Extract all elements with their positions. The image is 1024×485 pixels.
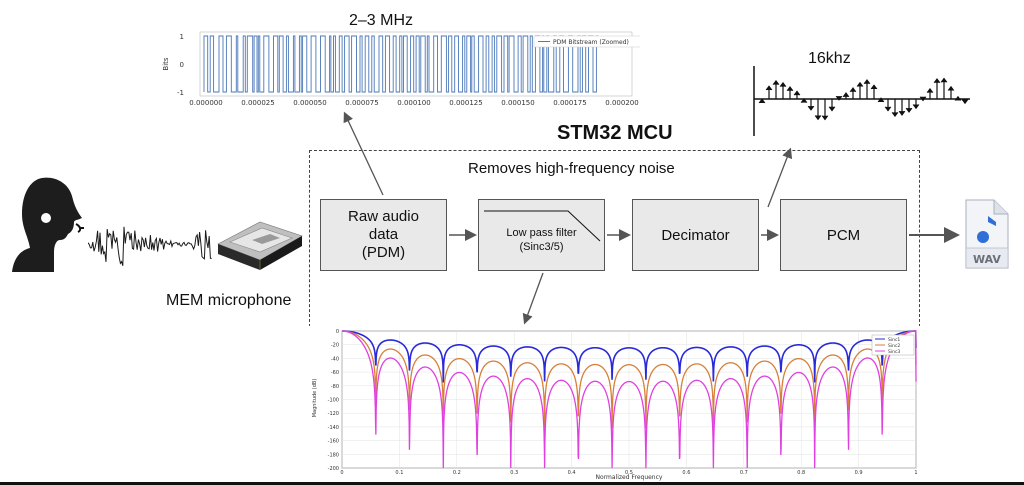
sample-arrowhead (933, 78, 941, 84)
pdm-legend: PDM Bitstream (Zoomed) (553, 39, 629, 46)
pdm-xtick: 0.000175 (553, 99, 586, 107)
sample-arrowhead (891, 112, 899, 118)
sinc-ytick: -200 (328, 466, 339, 472)
sample-arrowhead (863, 79, 871, 84)
mems-microphone-icon (217, 221, 303, 270)
pdm-ytick: -1 (177, 89, 184, 97)
sinc-xtick: 1 (914, 470, 917, 476)
mic-label: MEM microphone (166, 292, 292, 309)
sinc-ytick: -140 (328, 425, 339, 431)
pcm-block: PCM (780, 199, 907, 271)
sinc-xtick: 0 (340, 470, 343, 476)
pdm-ytick: 0 (180, 61, 184, 69)
sample-arrowhead (807, 105, 815, 111)
sinc-ytick: -60 (331, 370, 339, 376)
sample-arrowhead (758, 98, 766, 104)
sinc-xtick: 0.7 (740, 470, 748, 476)
sample-arrowhead (926, 87, 934, 93)
mcu-subtitle: Removes high-frequency noise (468, 160, 675, 177)
decimator-block: Decimator (632, 199, 759, 271)
sinc-xtick: 0.3 (510, 470, 518, 476)
sample-arrowhead (821, 115, 829, 121)
sinc-xlabel: Normalized Frequency (596, 474, 663, 481)
sample-arrowhead (940, 77, 948, 83)
sample-arrowhead (779, 81, 787, 87)
sample-arrowhead (961, 99, 969, 105)
sinc-ytick: -100 (328, 398, 339, 404)
sinc-ylabel: Magnitude (dB) (312, 379, 318, 418)
sinc-magnitude-chart: 0 0.1 0.2 0.3 0.4 0.5 0.6 0.7 0.8 0.9 1 0 -20 -40 -60 -… (306, 326, 922, 484)
sinc-xtick: 0.6 (682, 470, 690, 476)
sample-arrowhead (814, 115, 822, 121)
pdm-xtick: 0.000025 (241, 99, 274, 107)
sinc-xtick: 0.2 (453, 470, 461, 476)
filter-response-icon (484, 210, 601, 242)
pcm-frequency-label: 16khz (808, 50, 851, 67)
sample-arrowhead (772, 79, 780, 85)
bottom-rule (0, 482, 1024, 485)
raw-audio-block: Raw audio data (PDM) (320, 199, 447, 271)
sample-arrowhead (905, 107, 913, 113)
sample-arrowhead (800, 97, 808, 103)
sinc-legend: Sinc1 (888, 337, 900, 343)
pdm-ytick: 1 (180, 33, 184, 41)
pcm-samples-plot (753, 66, 970, 136)
sample-arrowhead (828, 106, 836, 112)
sinc-ytick: -80 (331, 384, 339, 390)
raw-audio-line: (PDM) (361, 244, 406, 261)
pdm-ylabel: Bits (162, 57, 170, 70)
sinc-xtick: 0.1 (395, 470, 403, 476)
sample-arrowhead (786, 86, 794, 92)
wav-label: WAV (973, 253, 1001, 266)
sample-arrowhead (765, 85, 773, 91)
mcu-title: STM32 MCU (557, 122, 673, 144)
sample-arrowhead (877, 97, 885, 103)
sample-arrowhead (842, 92, 850, 98)
lpf-line: (Sinc3/5) (519, 241, 564, 253)
pdm-xtick: 0.000050 (293, 99, 326, 107)
pdm-xtick: 0.000075 (345, 99, 378, 107)
pdm-xtick: 0.000200 (605, 99, 638, 107)
sample-arrowhead (835, 95, 843, 101)
pdm-xtick: 0.000150 (501, 99, 534, 107)
sinc-xtick: 0.9 (855, 470, 863, 476)
pdm-xtick: 0.000100 (397, 99, 430, 107)
sinc-xtick: 0.4 (568, 470, 576, 476)
sample-arrowhead (793, 90, 801, 96)
wav-file-icon: WAV (965, 199, 1009, 269)
sample-arrowhead (898, 110, 906, 116)
pdm-xtick: 0.000000 (189, 99, 222, 107)
sample-arrowhead (912, 104, 920, 110)
sample-arrowhead (884, 106, 892, 112)
pdm-xtick: 0.000125 (449, 99, 482, 107)
sinc-ytick: -120 (328, 411, 339, 417)
sinc-ytick: -180 (328, 452, 339, 458)
sinc-ytick: -40 (331, 356, 339, 362)
sinc-ytick: 0 (336, 329, 339, 335)
sample-arrowhead (849, 87, 857, 93)
sinc-legend: Sinc2 (888, 343, 900, 349)
sinc-ytick: -20 (331, 343, 339, 349)
pdm-frequency-label: 2–3 MHz (349, 12, 414, 29)
sinc-xtick: 0.8 (797, 470, 805, 476)
sample-arrowhead (947, 85, 955, 91)
sample-arrowhead (870, 84, 878, 90)
raw-audio-line: Raw audio (348, 208, 419, 225)
sinc-xtick: 0.5 (625, 470, 633, 476)
sample-arrowhead (954, 95, 962, 101)
low-pass-filter-block: Low pass filter (Sinc3/5) (478, 199, 605, 271)
lpf-line: Low pass filter (506, 227, 577, 239)
speaker-icon (12, 177, 84, 272)
sample-arrowhead (856, 81, 864, 87)
voice-waveform (88, 226, 212, 266)
pdm-bitstream-chart: Bits 1 0 -1 0.000000 0.000025 0.000050 0.00… (162, 31, 640, 107)
raw-audio-line: data (368, 226, 399, 243)
sample-arrowhead (919, 96, 927, 102)
sinc-legend: Sinc3 (888, 349, 900, 355)
sinc-ytick: -160 (328, 439, 339, 445)
